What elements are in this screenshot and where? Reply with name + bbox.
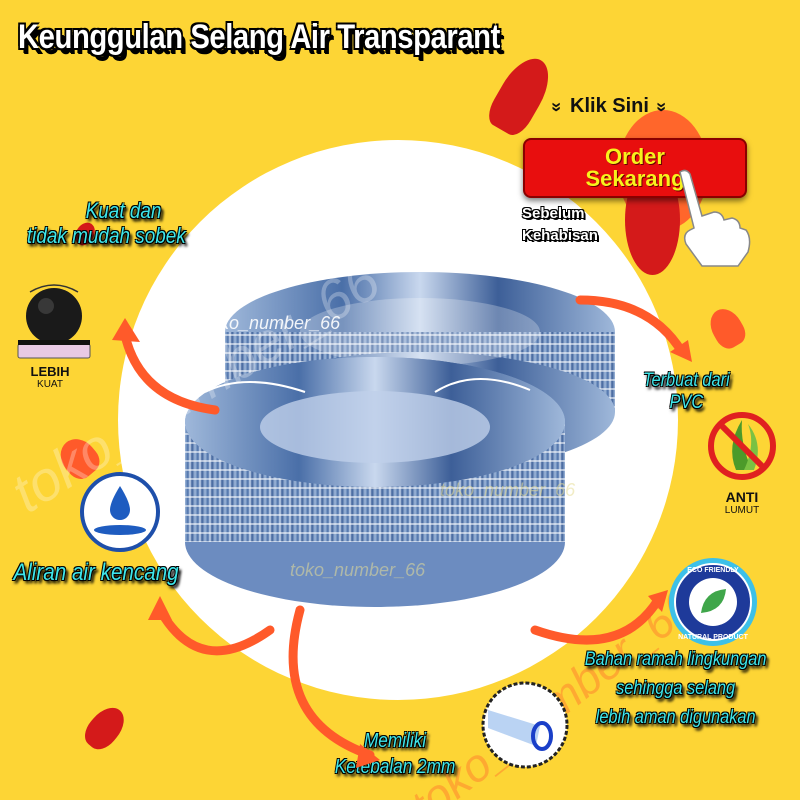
feature-flow-label: Aliran air kencang <box>13 559 179 586</box>
water-drop-icon <box>80 472 160 552</box>
order-line1: Order <box>605 144 665 169</box>
ball-on-plate-icon <box>17 284 91 359</box>
feature-pvc-label: Terbuat dari PVC <box>643 370 730 413</box>
arrow-down-right-icon <box>575 295 687 357</box>
feature-thickness-label: Memiliki Ketebalan 2mm <box>334 730 456 778</box>
anti-lumut-badge: ANTI LUMUT <box>724 489 760 517</box>
eco-seal-icon: ECO FRIENDLY NATURAL PRODUCT <box>669 558 757 646</box>
arrow-up-right-eco-icon <box>530 595 663 645</box>
arrow-up-left-curve-icon <box>155 605 275 656</box>
feature-strong-label: Kuat dan tidak mudah sobek <box>26 198 186 248</box>
order-line2: Sekarang <box>585 166 685 191</box>
feature-eco-label: Bahan ramah lingkungan sehingga selang l… <box>584 649 767 728</box>
lebih-kuat-badge: LEBIH KUAT <box>30 364 70 391</box>
hose-cross-section-icon <box>481 681 569 769</box>
arrow-down-right-curve-icon <box>288 605 375 760</box>
hose-coils-image <box>185 272 615 607</box>
arrow-up-left-icon <box>120 330 220 415</box>
eco-friendly-text: ECO FRIENDLY <box>687 567 739 574</box>
pointing-hand-icon <box>679 169 751 267</box>
klik-sini-text: Klik Sini <box>570 95 649 117</box>
no-moss-icon <box>708 412 776 480</box>
order-now-button[interactable]: Order Sekarang <box>523 138 747 198</box>
klik-sini-label[interactable]: » Klik Sini » <box>547 95 672 118</box>
page-title: Keunggulan Selang Air Transparant <box>18 18 500 56</box>
before-sold-out-note: Sebelum Kehabisan <box>522 205 598 244</box>
natural-product-text: NATURAL PRODUCT <box>678 634 748 641</box>
